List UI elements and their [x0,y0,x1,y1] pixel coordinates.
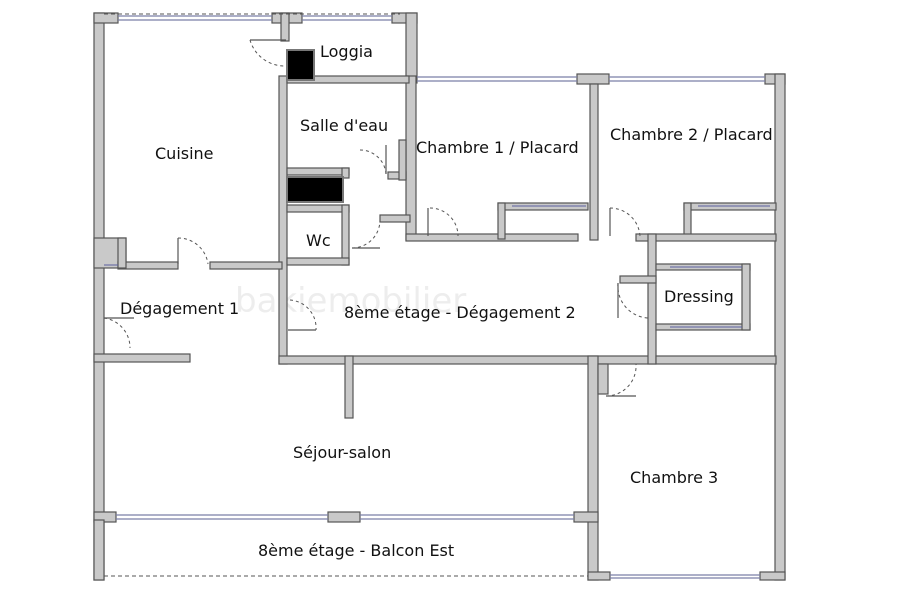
room-label-chambre3: Chambre 3 [630,468,718,487]
room-label-wc: Wc [306,231,331,250]
windows [104,15,770,579]
room-label-dressing: Dressing [664,287,734,306]
room-label-sejour: Séjour-salon [293,443,391,462]
doors [103,39,649,397]
room-label-loggia: Loggia [320,42,373,61]
room-label-balcon: 8ème étage - Balcon Est [258,541,454,560]
room-label-chambre2: Chambre 2 / Placard [610,125,773,144]
duct-loggia-icon [286,49,315,81]
room-label-degagement2: 8ème étage - Dégagement 2 [344,303,576,322]
room-label-cuisine: Cuisine [155,144,214,163]
duct-technical-icon [286,176,344,203]
room-label-degagement1: Dégagement 1 [120,299,239,318]
room-label-chambre1: Chambre 1 / Placard [416,138,579,157]
watermark-text: bakiemobilier [235,281,466,321]
room-label-salle-eau: Salle d'eau [300,116,388,135]
walls [93,12,786,581]
